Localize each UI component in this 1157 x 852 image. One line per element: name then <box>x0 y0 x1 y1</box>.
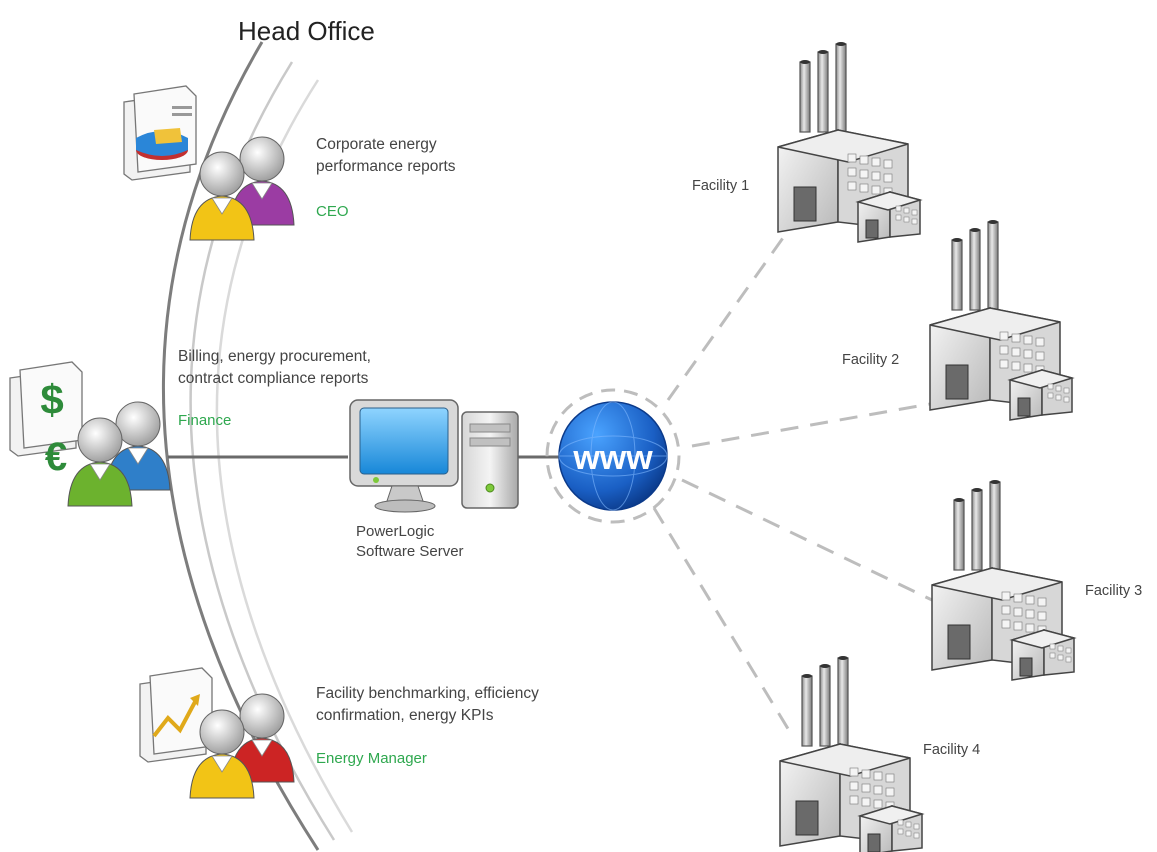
monitor-icon <box>349 399 459 513</box>
ceo-report-group <box>123 85 295 241</box>
facility-4-label: Facility 4 <box>923 742 981 758</box>
server-label-line-2: Software Server <box>356 543 464 560</box>
head-office-title: Head Office <box>238 16 375 46</box>
link-facility-4 <box>652 507 792 733</box>
factory-icon-2 <box>929 219 1073 421</box>
finance-description-line-1: Billing, energy procurement, <box>178 348 371 365</box>
energy-manager-report-group <box>139 667 295 799</box>
server-label: PowerLogic Software Server <box>356 522 464 562</box>
globe-dashed-ring <box>545 388 681 524</box>
server-tower-icon <box>461 411 519 509</box>
link-facility-2 <box>691 402 931 448</box>
ceo-description: Corporate energy performance reports <box>316 134 456 178</box>
pie-chart-document-icon <box>123 85 197 181</box>
facility-links <box>652 227 933 733</box>
energy-manager-description: Facility benchmarking, efficiency confir… <box>316 683 539 727</box>
energy-manager-description-line-2: confirmation, energy KPIs <box>316 707 494 724</box>
factory-icon-4 <box>779 655 923 852</box>
energy-manager-description-line-1: Facility benchmarking, efficiency <box>316 685 539 702</box>
energy-manager-role-label: Energy Manager <box>316 750 427 767</box>
svg-text:$: $ <box>40 376 63 423</box>
finance-description-line-2: contract compliance reports <box>178 370 369 387</box>
server-label-line-1: PowerLogic <box>356 523 435 540</box>
svg-text:€: € <box>45 435 67 479</box>
ceo-description-line-2: performance reports <box>316 158 456 175</box>
facility-3-label: Facility 3 <box>1085 583 1143 599</box>
trend-chart-document-icon <box>139 667 213 763</box>
ceo-role-label: CEO <box>316 203 349 220</box>
ceo-description-line-1: Corporate energy <box>316 136 437 153</box>
link-facility-1 <box>666 227 792 401</box>
facility-1-label: Facility 1 <box>692 178 750 194</box>
factory-icon-1 <box>777 41 921 243</box>
internet-globe: www <box>545 388 681 524</box>
link-facility-3 <box>681 478 933 602</box>
finance-role-label: Finance <box>178 412 232 429</box>
currency-document-icon: $ € <box>9 361 83 479</box>
finance-description: Billing, energy procurement, contract co… <box>178 346 371 390</box>
factory-icon-3 <box>931 479 1075 681</box>
www-label: www <box>572 439 653 477</box>
finance-report-group: $ € <box>9 361 171 507</box>
software-server <box>349 399 519 513</box>
facility-2-label: Facility 2 <box>842 352 900 368</box>
